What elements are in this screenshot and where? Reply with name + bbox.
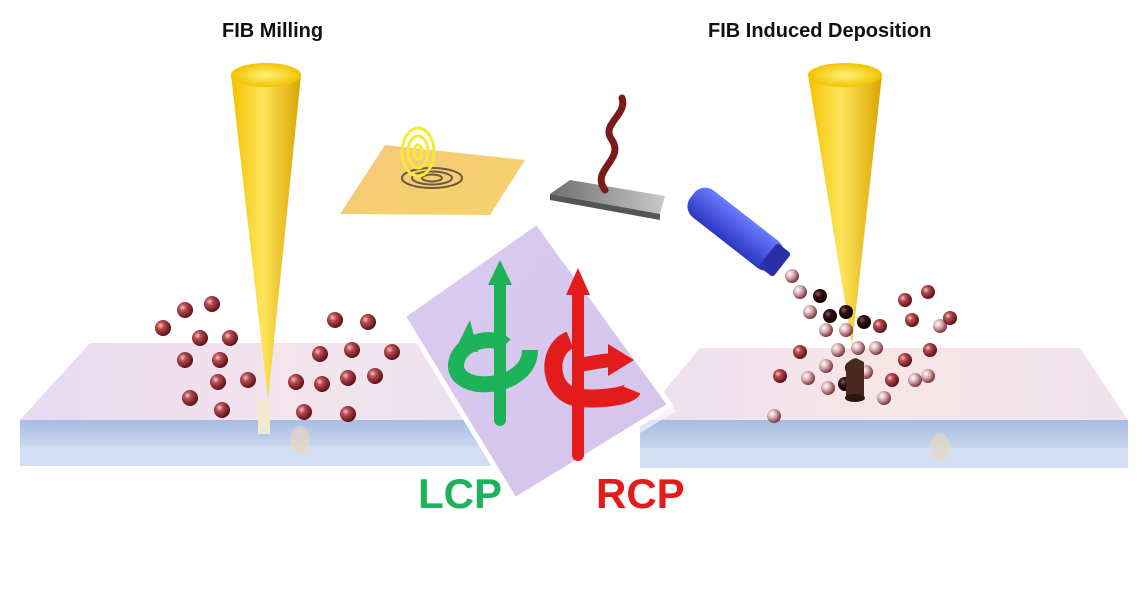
lcp-circular-arrow-icon <box>448 260 538 426</box>
lcp-label: LCP <box>418 470 502 517</box>
deposition-title: FIB Induced Deposition <box>708 20 932 42</box>
rcp-label: RCP <box>596 470 685 517</box>
deposited-helix-plate-icon <box>550 94 665 220</box>
milling-title: FIB Milling <box>222 20 324 42</box>
milled-spiral-plate-icon <box>340 126 525 215</box>
ion-beam-right-icon <box>808 63 882 345</box>
deposited-helix-stub <box>845 358 865 402</box>
sputtered-particles-left <box>155 296 400 422</box>
right-substrate <box>640 348 1128 468</box>
ion-beam-left-icon <box>231 63 301 400</box>
polarization-card <box>399 218 676 506</box>
rcp-circular-arrow-icon <box>544 268 641 461</box>
gas-nozzle-icon <box>687 187 791 277</box>
